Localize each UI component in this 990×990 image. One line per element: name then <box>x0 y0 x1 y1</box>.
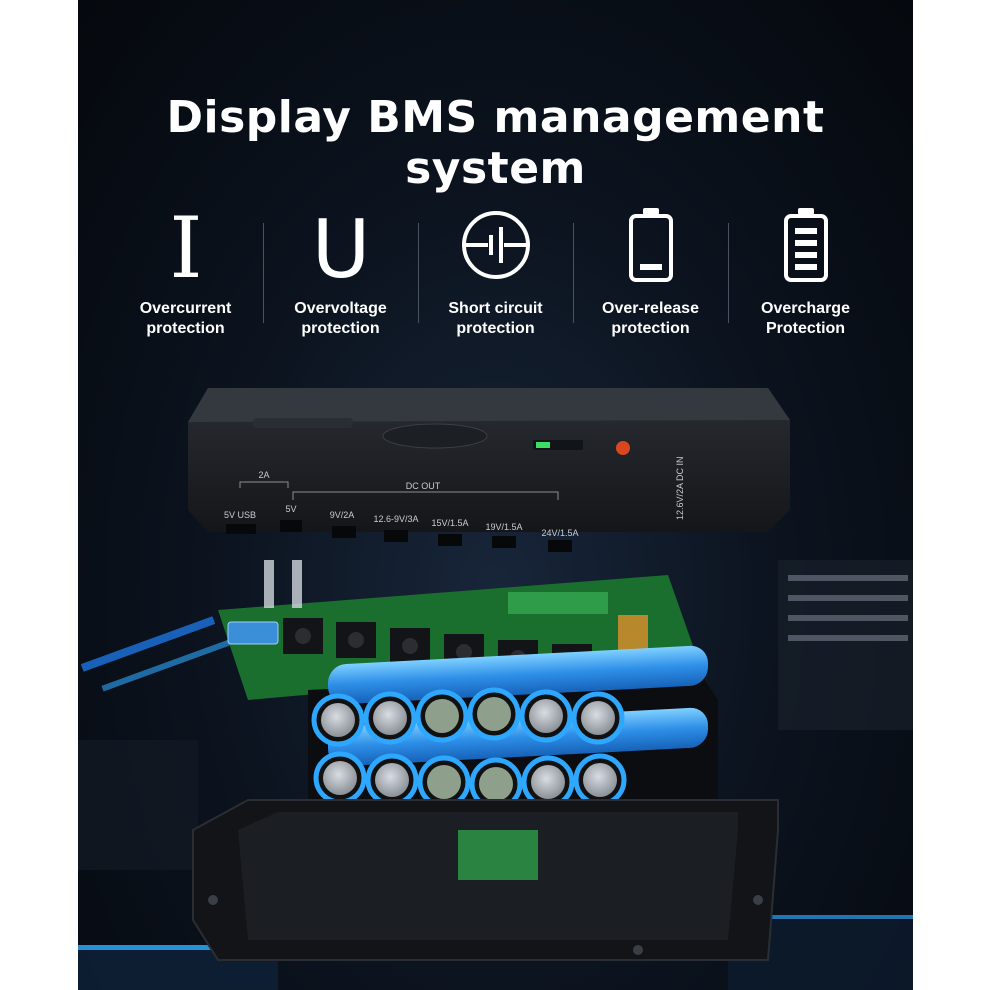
port-group-dc-out: DC OUT <box>406 481 441 491</box>
background-circuit <box>78 560 913 990</box>
svg-text:U: U <box>311 205 370 285</box>
port-label-15v: 15V/1.5A <box>431 518 468 528</box>
battery-low-icon <box>611 205 691 285</box>
port-label-19v: 19V/1.5A <box>485 522 522 532</box>
device-bottom-tray <box>192 799 779 961</box>
right-margin <box>913 0 990 990</box>
port-group-2a: 2A <box>258 470 269 480</box>
letter-u-icon: U <box>301 205 381 285</box>
left-margin <box>0 0 78 990</box>
port-label-24v: 24V/1.5A <box>541 528 578 538</box>
port-label-5v: 5V <box>285 504 296 514</box>
port-label-12v: 12.6-9V/3A <box>373 514 418 524</box>
letter-i-icon: I <box>146 205 226 285</box>
side-label-dc-in: 12.6V/2A DC IN <box>675 456 685 520</box>
battery-pack <box>308 645 718 830</box>
svg-text:I: I <box>169 205 202 285</box>
device-top-cover: 2A DC OUT 5V USB 5V 9V/2A 12.6-9V/3A 15V… <box>188 388 790 552</box>
page-title: Display BMS management system <box>166 92 825 194</box>
port-label-5v-usb: 5V USB <box>224 510 256 520</box>
port-label-9v: 9V/2A <box>330 510 355 520</box>
exploded-device-illustration: 2A DC OUT 5V USB 5V 9V/2A 12.6-9V/3A 15V… <box>78 388 913 990</box>
product-banner: Display BMS management system I Overcurr… <box>78 0 913 990</box>
short-circuit-icon <box>456 205 536 285</box>
battery-full-icon <box>766 205 846 285</box>
